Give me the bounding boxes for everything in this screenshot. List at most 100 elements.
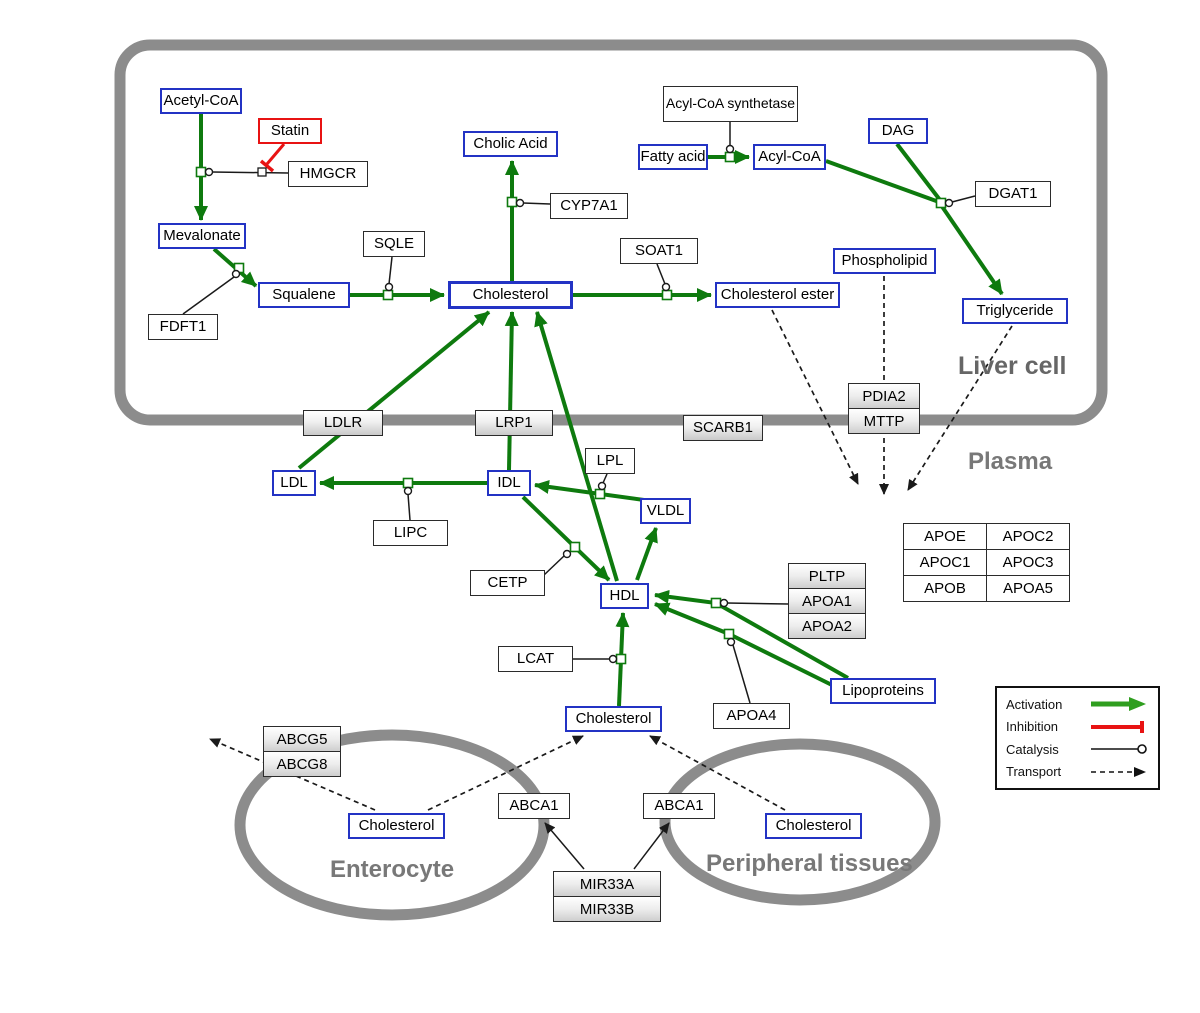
reaction-square	[723, 628, 735, 640]
edge-fdft1-catalysis	[182, 276, 235, 315]
node-dgat1[interactable]: DGAT1	[975, 181, 1051, 207]
catalysis-circle	[515, 198, 525, 208]
node-apoa2[interactable]: APOA2	[788, 613, 866, 639]
node-apob[interactable]: APOB	[903, 575, 987, 602]
reaction-square	[710, 597, 722, 609]
node-apoc1[interactable]: APOC1	[903, 549, 987, 576]
node-apoa5[interactable]: APOA5	[986, 575, 1070, 602]
node-mir33a[interactable]: MIR33A	[553, 871, 661, 897]
node-soat1[interactable]: SOAT1	[620, 238, 698, 264]
edge-mir33-abca1-right	[633, 822, 670, 870]
node-hmgcr[interactable]: HMGCR	[288, 161, 368, 187]
edge-ldl-cholesterol	[297, 310, 491, 470]
pdia2-mttp-stack: PDIA2 MTTP	[848, 383, 920, 434]
node-apoe[interactable]: APOE	[903, 523, 987, 550]
node-ldl[interactable]: LDL	[272, 470, 316, 496]
node-lipoproteins[interactable]: Lipoproteins	[830, 678, 936, 704]
node-abca1-enterocyte[interactable]: ABCA1	[498, 793, 570, 819]
node-lcat[interactable]: LCAT	[498, 646, 573, 672]
catalysis-edges	[182, 122, 976, 870]
node-cetp[interactable]: CETP	[470, 570, 545, 596]
edge-hdl-vldl	[635, 527, 658, 581]
enterocyte-label: Enterocyte	[330, 856, 455, 883]
node-apoa1[interactable]: APOA1	[788, 588, 866, 614]
node-squalene[interactable]: Squalene	[258, 282, 350, 308]
edge-lipc-catalysis	[407, 493, 411, 521]
node-lrp1[interactable]: LRP1	[475, 410, 553, 436]
catalysis-circle	[726, 637, 736, 647]
node-mttp[interactable]: MTTP	[848, 408, 920, 434]
node-pltp[interactable]: PLTP	[788, 563, 866, 589]
reaction-square	[724, 151, 736, 163]
edge-cholesterol-peripheral-plasma	[649, 735, 786, 811]
node-vldl[interactable]: VLDL	[640, 498, 691, 524]
node-fatty-acid[interactable]: Fatty acid	[638, 144, 708, 170]
node-abca1-peripheral[interactable]: ABCA1	[643, 793, 715, 819]
node-idl[interactable]: IDL	[487, 470, 531, 496]
node-acyl-coa-synthetase[interactable]: Acyl-CoA synthetase	[663, 86, 798, 122]
node-phospholipid[interactable]: Phospholipid	[833, 248, 936, 274]
node-cholesterol-ester[interactable]: Cholesterol ester	[715, 282, 840, 308]
catalysis-circle	[661, 282, 671, 292]
edge-cholesterol-enterocyte-plasma	[427, 735, 584, 811]
enterocyte-membrane	[234, 729, 550, 921]
node-abcg8[interactable]: ABCG8	[263, 751, 341, 777]
statin-junction-square	[257, 167, 267, 177]
node-apoc2[interactable]: APOC2	[986, 523, 1070, 550]
catalysis-circle	[725, 144, 735, 154]
legend-row-inhibition: Inhibition	[1006, 719, 1149, 735]
node-scarb1[interactable]: SCARB1	[683, 415, 763, 441]
node-cholesterol-liver[interactable]: Cholesterol	[448, 281, 573, 309]
node-cholesterol-enterocyte[interactable]: Cholesterol	[348, 813, 445, 839]
reaction-square	[506, 196, 518, 208]
catalysis-circle	[719, 598, 729, 608]
catalysis-circle	[597, 481, 607, 491]
edge-mir33-abca1-left	[544, 822, 585, 870]
node-fdft1[interactable]: FDFT1	[148, 314, 218, 340]
edge-vldl-idl	[534, 479, 645, 502]
reaction-square	[615, 653, 627, 665]
node-dag[interactable]: DAG	[868, 118, 928, 144]
node-cyp7a1[interactable]: CYP7A1	[550, 193, 628, 219]
node-acyl-coa[interactable]: Acyl-CoA	[753, 144, 826, 170]
edge-cetp-catalysis	[543, 555, 565, 576]
liver-cell-label: Liver cell	[958, 352, 1067, 380]
catalysis-circle	[608, 654, 618, 664]
node-cholesterol-peripheral[interactable]: Cholesterol	[765, 813, 862, 839]
node-sqle[interactable]: SQLE	[363, 231, 425, 257]
catalysis-circle	[944, 198, 954, 208]
reaction-square	[935, 197, 947, 209]
reaction-square	[382, 289, 394, 301]
node-pdia2[interactable]: PDIA2	[848, 383, 920, 409]
node-ldlr[interactable]: LDLR	[303, 410, 383, 436]
node-cholic-acid[interactable]: Cholic Acid	[463, 131, 558, 157]
node-mevalonate[interactable]: Mevalonate	[158, 223, 246, 249]
node-abcg5[interactable]: ABCG5	[263, 726, 341, 752]
edge-apoa4-catalysis	[732, 644, 751, 704]
node-hdl[interactable]: HDL	[600, 583, 649, 609]
legend-label-inhibition: Inhibition	[1006, 719, 1059, 735]
node-lipc[interactable]: LIPC	[373, 520, 448, 546]
node-cholesterol-plasma[interactable]: Cholesterol	[565, 706, 662, 732]
edge-junction-triglyceride	[939, 203, 1004, 296]
node-apoc3[interactable]: APOC3	[986, 549, 1070, 576]
reaction-square	[594, 488, 606, 500]
catalysis-circle-icon	[1091, 744, 1147, 755]
apolipoprotein-table: APOE APOC2 APOC1 APOC3 APOB APOA5	[903, 523, 1070, 602]
node-lpl[interactable]: LPL	[585, 448, 635, 474]
node-apoa4[interactable]: APOA4	[713, 703, 790, 729]
node-statin[interactable]: Statin	[258, 118, 322, 144]
node-mir33b[interactable]: MIR33B	[553, 896, 661, 922]
statin-inhibition-line	[265, 143, 286, 165]
edge-acylcoa-junction	[825, 159, 940, 204]
catalysis-circle	[384, 282, 394, 292]
transport-dashed-arrow-icon	[1091, 766, 1146, 777]
node-triglyceride[interactable]: Triglyceride	[962, 298, 1068, 324]
node-acetyl-coa[interactable]: Acetyl-CoA	[160, 88, 242, 114]
catalysis-circles	[204, 144, 954, 664]
catalysis-circle	[562, 549, 572, 559]
legend-label-activation: Activation	[1006, 696, 1063, 712]
edge-pltp-stack-catalysis	[726, 602, 789, 605]
